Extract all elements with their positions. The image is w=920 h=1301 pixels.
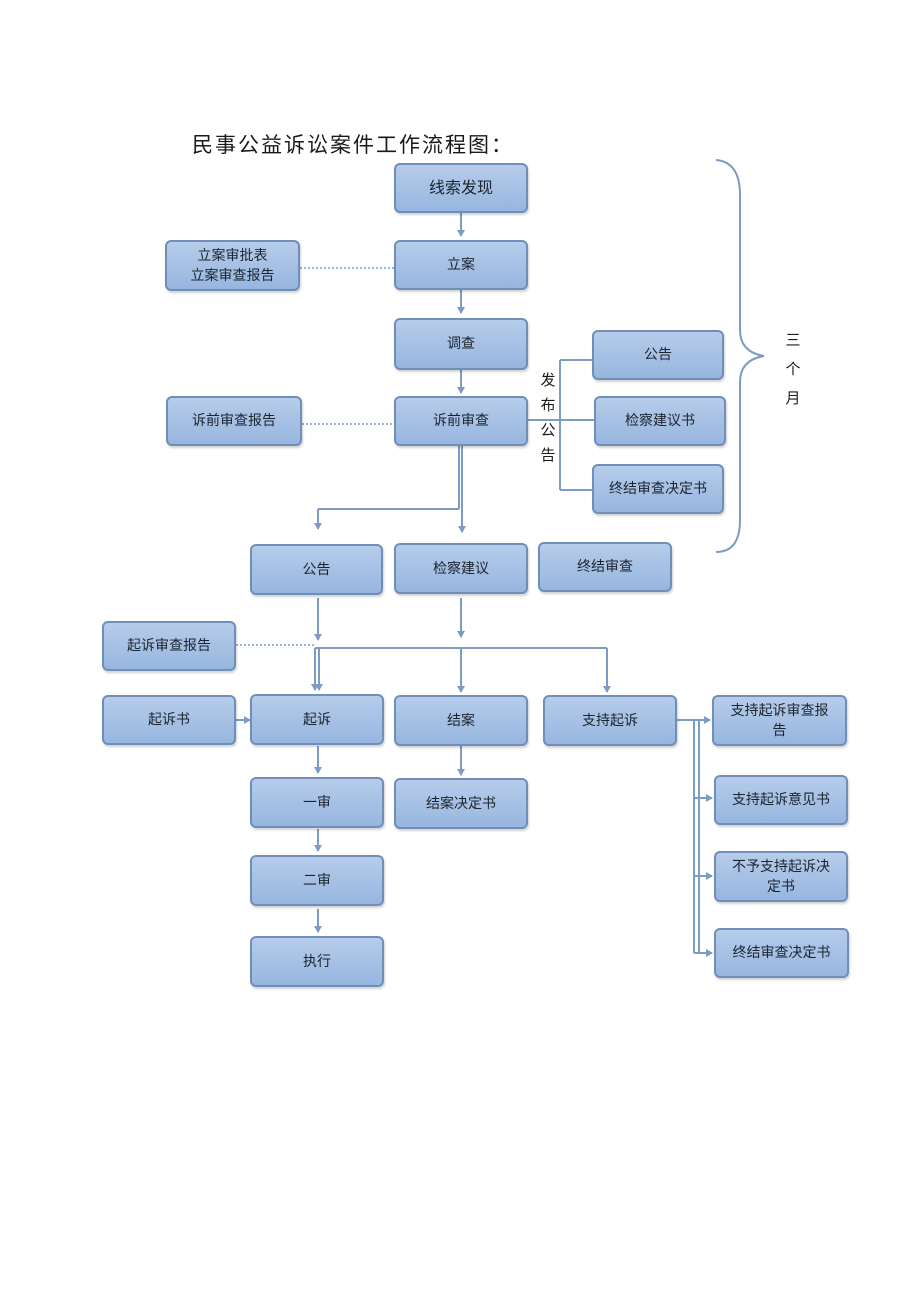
publish-char-3: 公 [540,421,556,439]
node-filing: 立案 [394,240,528,290]
node-prosecute: 起诉 [250,694,384,745]
filing-docs-line-2: 立案审查报告 [190,267,275,284]
node-termination-decision-bottom: 终结审查决定书 [714,928,849,978]
page-title: 民事公益诉讼案件工作流程图： [192,133,514,157]
node-support-opinion: 支持起诉意见书 [714,775,848,825]
node-support-prosecution: 支持起诉 [543,695,677,746]
label-publish-notice: 发 布 公 告 [538,368,558,468]
node-investigation: 调查 [394,318,528,370]
node-prosecution-report: 起诉审查报告 [102,621,236,671]
node-notice-top: 公告 [592,330,724,380]
node-termination-review: 终结审查 [538,542,672,592]
node-clue: 线索发现 [394,163,528,213]
node-notice: 公告 [250,544,383,595]
node-procuratorial-suggestion: 检察建议 [394,543,528,594]
filing-docs-line-1: 立案审批表 [197,247,268,264]
three-months-char-2: 个 [785,360,801,378]
publish-char-4: 告 [540,446,556,464]
node-procuratorial-letter: 检察建议书 [594,396,726,446]
publish-char-1: 发 [540,371,556,389]
three-months-char-3: 月 [785,389,801,407]
node-indictment: 起诉书 [102,695,236,745]
node-execution: 执行 [250,936,384,987]
node-pre-review-report: 诉前审查报告 [166,396,302,446]
node-support-review-report: 支持起诉审查报告 [712,695,847,746]
node-close-decision: 结案决定书 [394,778,528,829]
node-close-case: 结案 [394,695,528,746]
node-no-support-decision: 不予支持起诉决定书 [714,851,848,902]
publish-char-2: 布 [540,396,556,414]
node-termination-decision-top: 终结审查决定书 [592,464,724,514]
label-three-months: 三 个 月 [782,326,804,413]
node-first-instance: 一审 [250,777,384,828]
three-months-char-1: 三 [785,331,801,349]
node-pre-review: 诉前审查 [394,396,528,446]
node-second-instance: 二审 [250,855,384,906]
node-filing-docs: 立案审批表 立案审查报告 [165,240,300,291]
